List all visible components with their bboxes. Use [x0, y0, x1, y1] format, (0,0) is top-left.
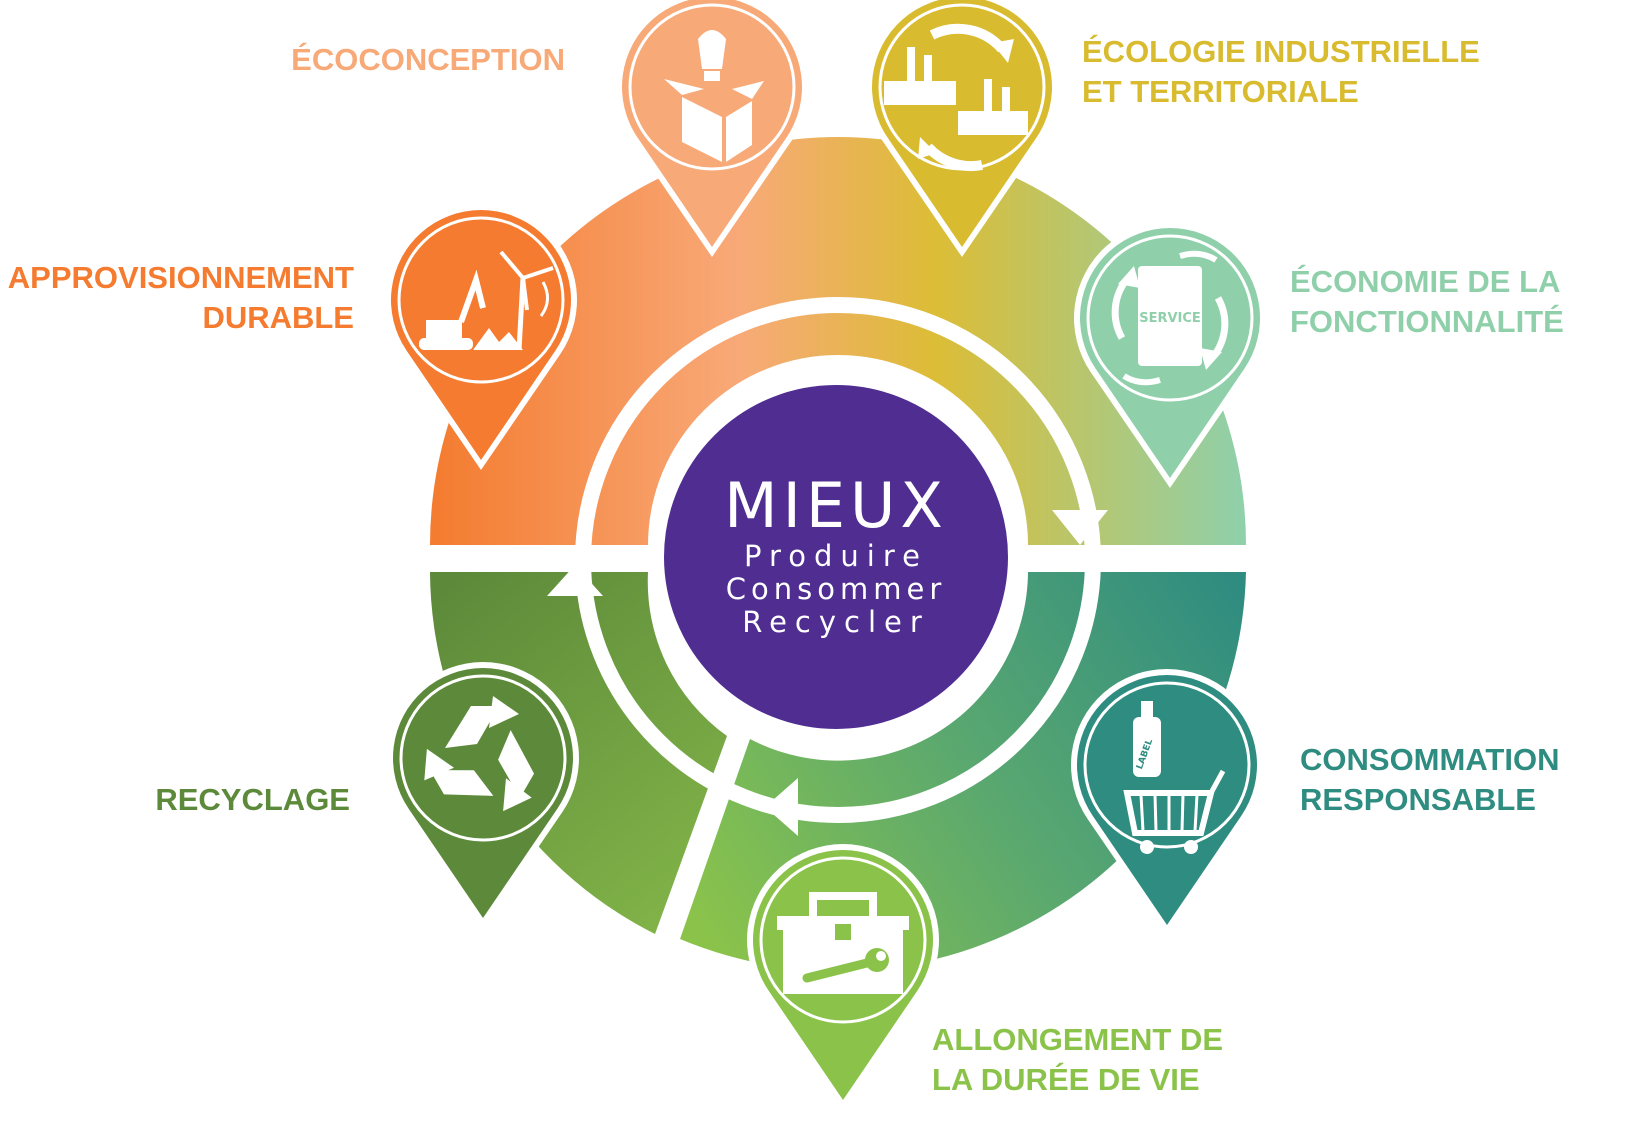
- label-cart-icon: LABEL: [1123, 701, 1226, 854]
- pin-recyclage: [386, 662, 579, 928]
- arrow-head-top-right: [1052, 510, 1108, 545]
- pin-allongement: [747, 844, 939, 1110]
- excavator-windmill-icon: [419, 250, 554, 351]
- ring-top-segment: [430, 137, 1246, 545]
- center-line-3: Recycler: [742, 605, 930, 639]
- center-circle: [654, 375, 1018, 739]
- pin-economie: SERVICE: [1074, 221, 1266, 488]
- service-tag-text: SERVICE: [1139, 311, 1201, 326]
- pin-ecologie: [866, 0, 1058, 257]
- center-line-2: Consommer: [726, 572, 947, 606]
- label-recyclage: RECYCLAGE: [155, 782, 350, 817]
- service-exchange-icon: SERVICE: [1111, 250, 1229, 386]
- recycle-icon: [424, 696, 535, 812]
- pin-consommation: LABEL: [1071, 669, 1263, 935]
- arrow-head-bottom: [765, 778, 798, 836]
- bulb-box-icon: [664, 30, 764, 162]
- center-title: MIEUX: [724, 469, 948, 542]
- center-line-1: Produire: [744, 539, 928, 573]
- label-ecoconception: ÉCOCONCEPTION: [291, 42, 565, 77]
- factory-cycle-icon: [884, 23, 1028, 172]
- pin-approvisionnement: [385, 203, 577, 470]
- toolbox-wrench-icon: [777, 892, 909, 994]
- pin-markers: SERVICE LABEL: [385, 0, 1266, 1110]
- arrow-head-left: [547, 565, 603, 596]
- inner-cycle-track: [575, 297, 1101, 823]
- pin-ecoconception: [616, 0, 808, 257]
